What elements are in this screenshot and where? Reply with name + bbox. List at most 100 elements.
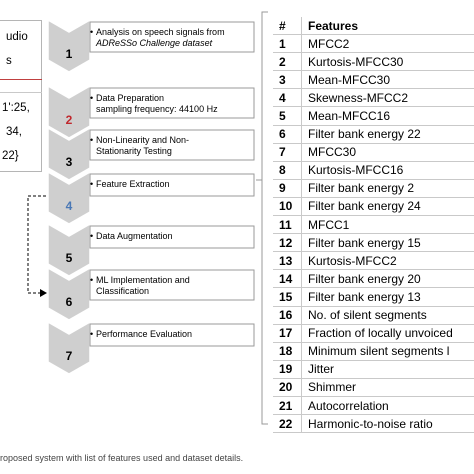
step-2-chevron (47, 84, 91, 139)
step-2-label-line-1: Data Preparation (96, 93, 165, 103)
feature-name: Kurtosis-MFCC16 (301, 161, 474, 180)
feature-number: 3 (273, 70, 302, 90)
feature-number: 22 (273, 414, 302, 434)
feature-name: No. of silent segments (301, 306, 474, 325)
feature-name: Filter bank energy 15 (301, 233, 474, 253)
step-7-label: •Performance Evaluation (90, 329, 256, 340)
step-4-label-line-1: Feature Extraction (96, 179, 170, 189)
feature-number: 15 (273, 287, 302, 307)
dataset-text-line-3: 1':25, (2, 102, 30, 114)
step-1-chevron (47, 18, 91, 73)
feature-number: 11 (273, 215, 302, 235)
feature-name: Jitter (301, 360, 474, 379)
step-5-bullet: • (90, 231, 94, 241)
step-5-label-line-1: Data Augmentation (96, 231, 173, 241)
step-3-box (89, 129, 255, 161)
dataset-text-line-1: udio (6, 31, 28, 43)
step-7-box (89, 323, 255, 347)
feature-name: Filter bank energy 13 (301, 287, 474, 307)
feature-name: MFCC30 (301, 143, 474, 162)
step-6-number: 6 (65, 295, 73, 309)
feature-name: Fraction of locally unvoiced (301, 324, 474, 343)
feature-name: Skewness-MFCC2 (301, 88, 474, 108)
step-4-bullet: • (90, 179, 94, 189)
step-6-chevron (47, 266, 91, 321)
step-2-bullet: • (90, 93, 94, 103)
figure-caption: roposed system with list of features use… (0, 453, 244, 463)
step-3-bullet: • (90, 135, 94, 145)
table-header-row: # Features (273, 17, 474, 36)
step-4-label: •Feature Extraction (90, 179, 256, 190)
step-6-bullet: • (90, 275, 94, 285)
feedback-loop-arrow (27, 195, 46, 294)
feature-name: Autocorrelation (301, 396, 474, 416)
feature-name: Filter bank energy 20 (301, 269, 474, 289)
feature-number: 8 (273, 161, 302, 180)
feature-number: 4 (273, 88, 302, 108)
dataset-text-line-2: s (6, 55, 12, 67)
dataset-panel-divider (0, 79, 42, 80)
feature-number: 6 (273, 125, 302, 144)
feature-number: 16 (273, 306, 302, 325)
feature-number: 18 (273, 342, 302, 361)
dataset-panel (0, 20, 42, 172)
step-4-number: 4 (65, 199, 73, 213)
feature-name: Filter bank energy 24 (301, 197, 474, 217)
feature-name: Harmonic-to-noise ratio (301, 414, 474, 434)
step-1-box (89, 21, 255, 53)
feature-number: 5 (273, 106, 302, 126)
step-1-bullet: • (90, 27, 94, 37)
step-2-label-line-2: sampling frequency: 44100 Hz (96, 104, 218, 114)
step-1-label-line-2: ADReSSo Challenge dataset (96, 38, 213, 48)
step-5-number: 5 (65, 251, 73, 265)
step-5-chevron (47, 222, 91, 277)
step-3-label: •Non-Linearity and Non-Stationarity Test… (90, 135, 256, 157)
feature-number: 17 (273, 324, 302, 343)
dataset-text-line-4: 34, (6, 126, 22, 138)
feature-number: 7 (273, 143, 302, 162)
step-2-number: 2 (65, 113, 73, 127)
step-1-label-line-1: Analysis on speech signals from (96, 27, 225, 37)
step-7-chevron (47, 320, 91, 375)
step-3-label-line-2: Stationarity Testing (96, 146, 172, 156)
feature-name: MFCC1 (301, 215, 474, 235)
step-7-number: 7 (65, 349, 73, 363)
feature-name: Filter bank energy 2 (301, 179, 474, 198)
step-5-box (89, 225, 255, 249)
feature-number: 10 (273, 197, 302, 217)
feature-number: 19 (273, 360, 302, 379)
table-bracket (256, 11, 268, 425)
step-3-label-line-1: Non-Linearity and Non- (96, 135, 190, 145)
step-4-chevron (47, 170, 91, 225)
feature-name: MFCC2 (301, 34, 474, 54)
feature-number: 20 (273, 378, 302, 397)
table-header-num: # (273, 17, 302, 36)
step-3-chevron (47, 126, 91, 181)
feature-name: Mean-MFCC16 (301, 106, 474, 126)
feature-number: 14 (273, 269, 302, 289)
step-6-label-line-1: ML Implementation and (96, 275, 190, 285)
step-2-box (89, 87, 255, 119)
feature-name: Shimmer (301, 378, 474, 397)
step-7-label-line-1: Performance Evaluation (96, 329, 193, 339)
